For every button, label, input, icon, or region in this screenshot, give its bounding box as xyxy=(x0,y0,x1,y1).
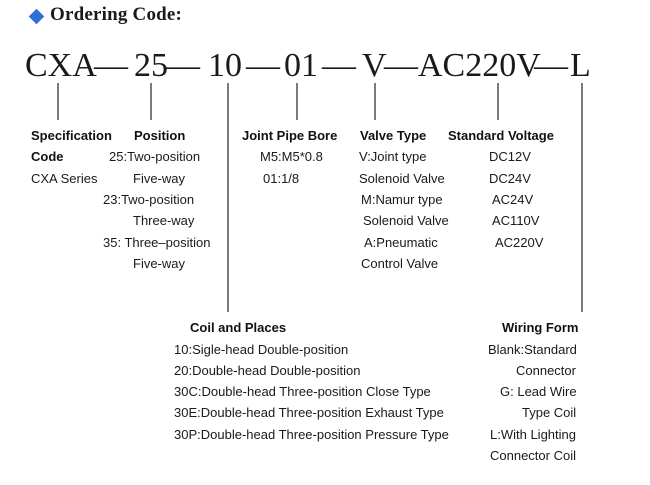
voltage-item: AC220V xyxy=(495,235,544,250)
specification-header-code: Code xyxy=(31,149,64,164)
valve-type-item: Control Valve xyxy=(361,256,439,271)
wiring-item: L:With Lighting xyxy=(490,427,576,442)
valve-type-item: Solenoid Valve xyxy=(359,171,445,186)
page-title: Ordering Code: xyxy=(50,4,183,25)
code-separator-3: — xyxy=(246,47,280,84)
code-separator-5: — xyxy=(384,47,418,84)
code-separator-6: — xyxy=(534,47,568,84)
position-header: Position xyxy=(134,128,186,143)
wiring-item: Connector Coil xyxy=(490,448,576,463)
wiring-item: Connector xyxy=(516,363,576,378)
wiring-item: G: Lead Wire xyxy=(500,384,577,399)
specification-header: Specification xyxy=(31,128,112,143)
wiring-item: Type Coil xyxy=(522,405,577,420)
position-item: 25:Two-position xyxy=(109,149,201,164)
code-part-position: 25 xyxy=(134,47,168,84)
standard-voltage-header: Standard Voltage xyxy=(448,128,554,143)
specification-value: CXA Series xyxy=(31,171,98,186)
code-part-series: CXA xyxy=(25,47,97,84)
valve-type-item: A:Pneumatic xyxy=(364,235,438,250)
code-part-valve-type: V xyxy=(362,47,387,84)
coil-and-places-header: Coil and Places xyxy=(190,320,287,335)
code-part-voltage: AC220V xyxy=(418,47,541,84)
valve-type-item: M:Namur type xyxy=(361,192,443,207)
position-item: Five-way xyxy=(133,256,186,271)
code-part-bore: 01 xyxy=(284,47,318,84)
code-part-wiring: L xyxy=(570,47,591,84)
valve-type-item: V:Joint type xyxy=(359,149,427,164)
bore-item: M5:M5*0.8 xyxy=(260,149,323,164)
code-separator-4: — xyxy=(322,47,356,84)
voltage-item: AC24V xyxy=(492,192,534,207)
position-item: Five-way xyxy=(133,171,186,186)
voltage-item: DC24V xyxy=(489,171,531,186)
bore-item: 01:1/8 xyxy=(263,171,300,186)
wiring-item: Blank:Standard xyxy=(488,342,577,357)
coil-item: 30E:Double-head Three-position Exhaust T… xyxy=(174,405,444,420)
joint-pipe-bore-header: Joint Pipe Bore xyxy=(242,128,338,143)
code-part-coil: 10 xyxy=(208,47,242,84)
code-separator-1: — xyxy=(94,47,128,84)
position-item: 23:Two-position xyxy=(103,192,195,207)
position-item: 35: Three–position xyxy=(103,235,211,250)
wiring-form-header: Wiring Form xyxy=(502,320,579,335)
code-separator-2: — xyxy=(166,47,200,84)
valve-type-item: Solenoid Valve xyxy=(363,213,449,228)
voltage-item: AC110V xyxy=(492,213,540,228)
voltage-item: DC12V xyxy=(489,149,531,164)
coil-item: 10:Sigle-head Double-position xyxy=(174,342,349,357)
coil-item: 30C:Double-head Three-position Close Typ… xyxy=(174,384,431,399)
coil-item: 20:Double-head Double-position xyxy=(174,363,361,378)
valve-type-header: Valve Type xyxy=(360,128,427,143)
coil-item: 30P:Double-head Three-position Pressure … xyxy=(174,427,449,442)
position-item: Three-way xyxy=(133,213,195,228)
